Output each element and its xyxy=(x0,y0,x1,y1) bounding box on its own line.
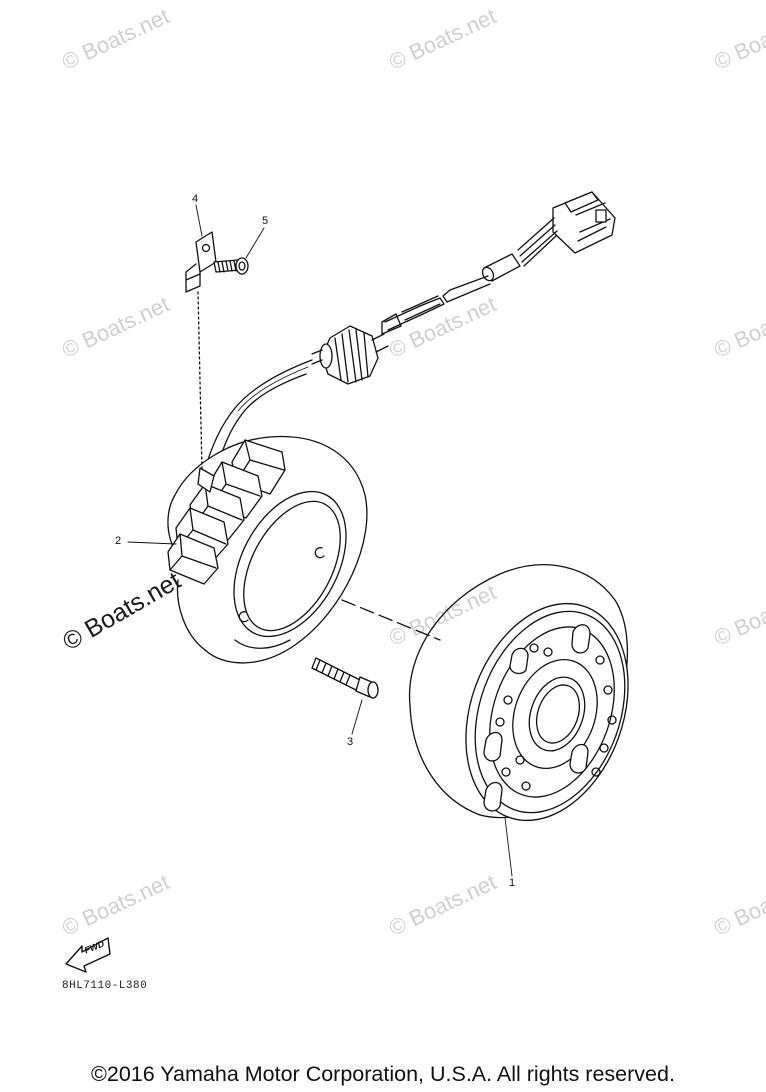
grommet xyxy=(311,325,389,385)
copyright-notice: ©2016 Yamaha Motor Corporation, U.S.A. A… xyxy=(91,1062,675,1086)
stator-assembly xyxy=(167,435,368,664)
callout-2: 2 xyxy=(115,535,122,547)
lead-wire-holder-plate xyxy=(185,231,217,293)
rotor-flywheel xyxy=(408,564,629,822)
diagram-code: 8HL7110-L380 xyxy=(62,980,148,992)
screw-5 xyxy=(213,257,249,275)
callout-4: 4 xyxy=(192,193,199,205)
wire-sleeve xyxy=(381,253,521,335)
callout-5: 5 xyxy=(262,215,269,227)
bolt-3 xyxy=(311,657,379,699)
wire-harness-connector xyxy=(517,191,616,267)
fwd-arrow-icon xyxy=(65,937,111,973)
stator-coils xyxy=(167,439,286,585)
callout-1: 1 xyxy=(509,877,516,889)
callout-3: 3 xyxy=(347,736,354,748)
